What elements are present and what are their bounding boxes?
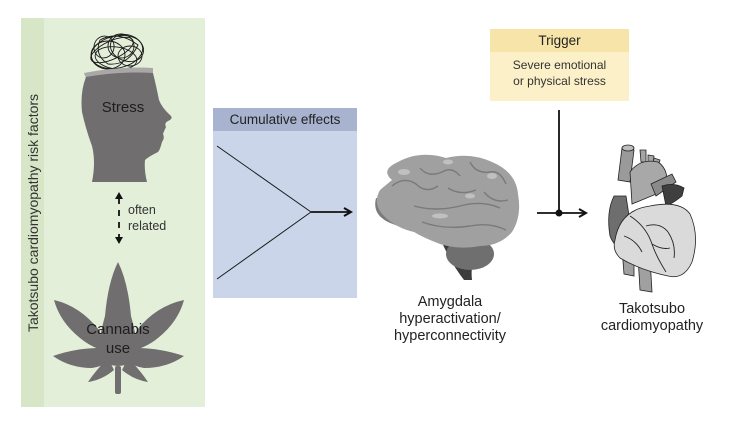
relation-label-line2: related	[128, 219, 166, 233]
heart-caption-line1: Takotsubo	[619, 301, 685, 317]
brain-caption-line3: hyperconnectivity	[394, 328, 507, 344]
convergence-line-upper	[216, 145, 312, 213]
dashed-double-arrow-icon	[115, 192, 123, 244]
heart-icon	[608, 144, 696, 293]
convergence-line-lower	[216, 211, 312, 280]
convergence-lines	[216, 145, 312, 280]
stress-label: Stress	[102, 99, 145, 116]
brain-icon	[375, 154, 520, 280]
cumulative-effects-box	[213, 108, 357, 298]
trigger-description-line2: or physical stress	[513, 74, 606, 88]
cannabis-leaf-icon	[53, 262, 184, 394]
brain-caption-line2: hyperactivation/	[399, 311, 502, 327]
trigger-description: Severe emotional or physical stress	[490, 57, 629, 89]
trigger-description-line1: Severe emotional	[512, 58, 607, 72]
cannabis-label-line2: use	[106, 340, 130, 357]
risk-factors-title-strip	[21, 18, 44, 407]
cannabis-label-line1: Cannabis	[86, 321, 149, 338]
brain-caption-line1: Amygdala	[418, 294, 483, 310]
head-with-scribble-icon	[81, 33, 172, 182]
heart-caption-line2: cardiomyopathy	[601, 318, 704, 334]
trigger-header: Trigger	[490, 29, 629, 52]
junction-dot	[555, 209, 563, 217]
relation-label-line1: often	[128, 203, 156, 217]
cumulative-effects-header: Cumulative effects	[213, 108, 357, 131]
